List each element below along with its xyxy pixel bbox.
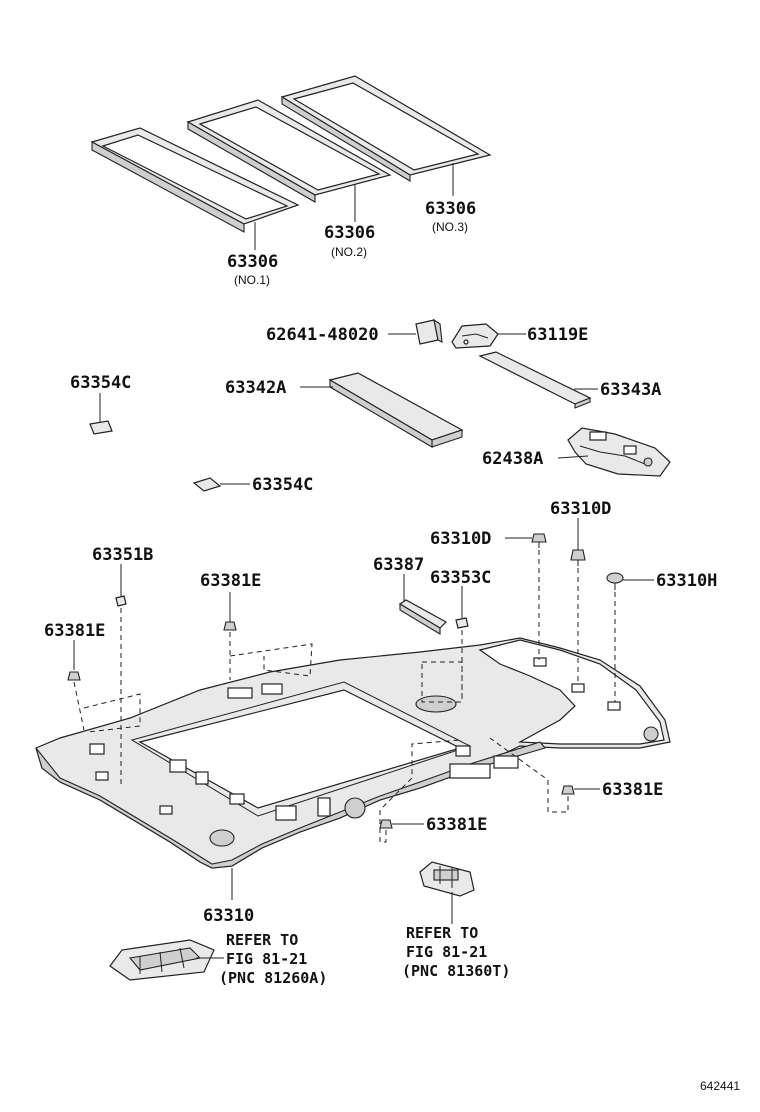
label-63381E-left: 63381E — [44, 621, 105, 641]
label-63119E: 63119E — [527, 325, 588, 345]
label-63381E-lower: 63381E — [426, 815, 487, 835]
figure-id: 642441 — [700, 1079, 740, 1093]
part-62438A[interactable] — [567, 427, 671, 477]
label-63387: 63387 — [373, 555, 424, 575]
label-63306-no2: 63306 — [324, 223, 375, 243]
part-63381E-lower[interactable] — [379, 819, 393, 829]
dash-63381E-right — [489, 737, 569, 813]
part-63342A[interactable] — [328, 372, 464, 448]
ref-right-line3: (PNC 81360T) — [402, 962, 510, 980]
sunshade-no3[interactable] — [280, 75, 492, 182]
label-63353C: 63353C — [430, 568, 491, 588]
label-63354C-upper: 63354C — [70, 373, 131, 393]
label-63351B: 63351B — [92, 545, 153, 565]
ref-right-line1: REFER TO — [406, 924, 478, 942]
part-62641-48020[interactable] — [415, 318, 443, 345]
label-no2: (NO.2) — [331, 245, 367, 259]
part-63310H[interactable] — [606, 572, 624, 590]
part-63119E[interactable] — [451, 323, 499, 349]
label-no3: (NO.3) — [432, 220, 468, 234]
dash-63381E-left — [73, 681, 85, 731]
part-63310D-right[interactable] — [570, 549, 586, 566]
label-63354C-lower: 63354C — [252, 475, 313, 495]
part-63310-headliner[interactable] — [35, 637, 671, 869]
label-no1: (NO.1) — [234, 273, 270, 287]
label-63381E-right: 63381E — [602, 780, 663, 800]
ref-left-line1: REFER TO — [226, 931, 298, 949]
label-62438A: 62438A — [482, 449, 543, 469]
label-63306-no3: 63306 — [425, 199, 476, 219]
part-63354C-lower[interactable] — [192, 477, 222, 492]
ref-right-line2: FIG 81-21 — [406, 943, 487, 961]
part-63343A[interactable] — [478, 351, 592, 409]
leader-62438A — [557, 455, 589, 459]
part-63310D-left[interactable] — [531, 533, 547, 548]
part-63351B[interactable] — [115, 595, 127, 607]
label-63381E-top: 63381E — [200, 571, 261, 591]
sunshade-no1[interactable] — [90, 127, 300, 233]
room-lamp-assembly[interactable] — [419, 861, 475, 897]
label-63306-no1: 63306 — [227, 252, 278, 272]
ref-left-line3: (PNC 81260A) — [219, 969, 327, 987]
label-63343A: 63343A — [600, 380, 661, 400]
part-63381E-top[interactable] — [223, 621, 237, 631]
label-62641-48020: 62641-48020 — [266, 325, 379, 345]
label-63342A: 63342A — [225, 378, 286, 398]
sunshade-no2[interactable] — [186, 99, 392, 203]
label-63310H: 63310H — [656, 571, 717, 591]
map-lamp-assembly[interactable] — [109, 939, 215, 981]
dash-box-63381E-left — [83, 693, 141, 733]
part-63381E-right[interactable] — [561, 785, 575, 795]
part-63353C[interactable] — [455, 617, 469, 629]
part-63354C-upper[interactable] — [89, 420, 113, 435]
ref-left-line2: FIG 81-21 — [226, 950, 307, 968]
dash-63381E-lower — [379, 739, 461, 843]
part-63381E-left[interactable] — [67, 671, 81, 681]
label-63310D-left: 63310D — [430, 529, 491, 549]
label-63310: 63310 — [203, 906, 254, 926]
dash-box-63381E-top — [229, 643, 313, 677]
part-63387[interactable] — [398, 599, 447, 635]
label-63310D-right: 63310D — [550, 499, 611, 519]
